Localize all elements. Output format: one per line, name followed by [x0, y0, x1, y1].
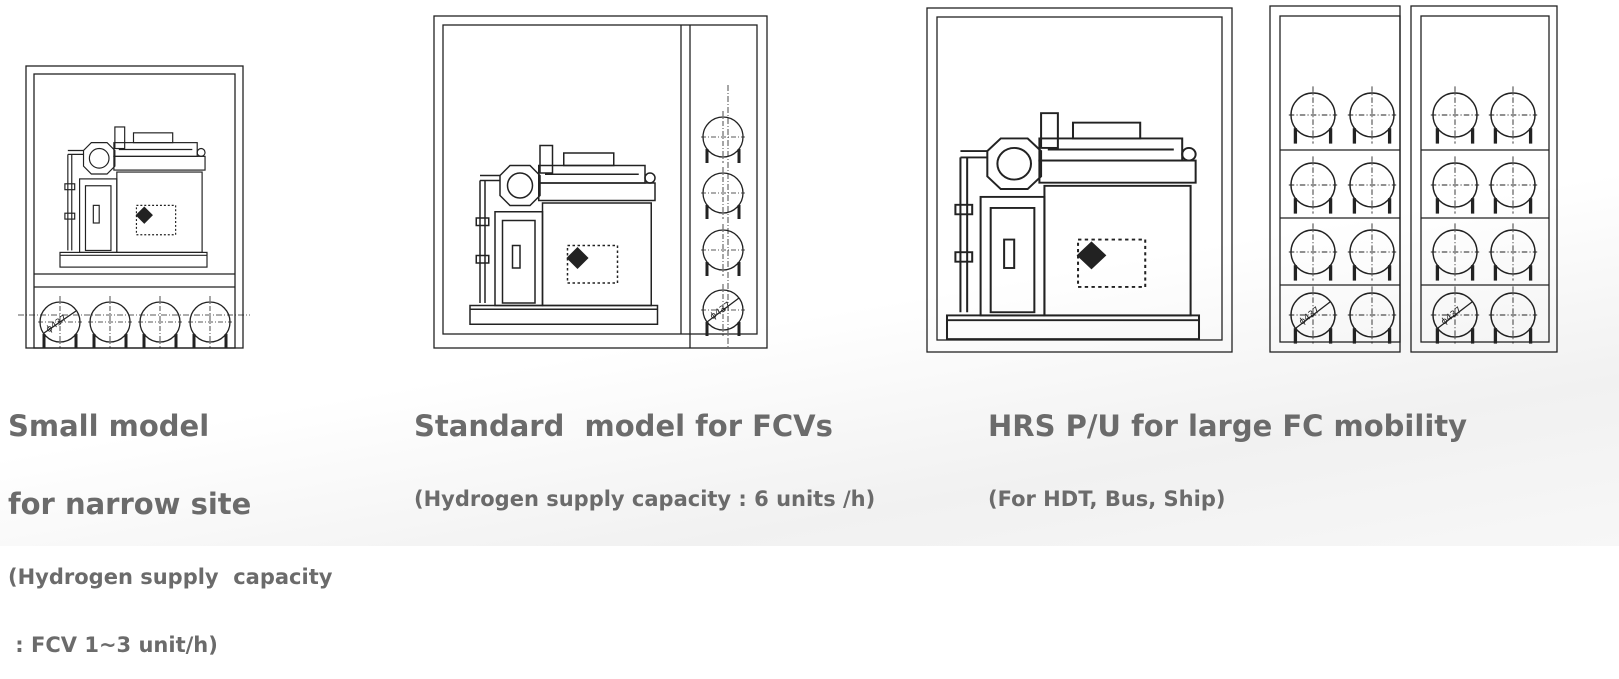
hydrogen-tank [699, 222, 747, 278]
hydrogen-tank [186, 294, 234, 350]
small-model-drawing: ϕ437 [18, 65, 250, 350]
caption-subtitle: (For HDT, Bus, Ship) [988, 487, 1226, 511]
hydrogen-tank [86, 294, 134, 350]
tank-rack-2: ϕ437 [1410, 5, 1558, 353]
caption-title: Small model [8, 409, 210, 443]
tank-rack-1: ϕ437 [1269, 5, 1401, 353]
tank-dimension-label: ϕ437 [1440, 305, 1464, 327]
caption-subtitle: (Hydrogen supply capacity : 6 units /h) [414, 487, 876, 511]
caption-title: HRS P/U for large FC mobility [988, 409, 1468, 443]
hrs-pu-drawing: ϕ437 ϕ437 [926, 5, 1558, 353]
caption-subtitle: : FCV 1~3 unit/h) [8, 633, 218, 657]
hydrogen-tank [699, 109, 747, 165]
tank-dimension-label: ϕ437 [45, 314, 70, 335]
small-model-caption: Small model for narrow site (Hydrogen su… [8, 368, 332, 679]
caption-title: Standard model for FCVs [414, 409, 833, 443]
standard-model-caption: Standard model for FCVs (Hydrogen supply… [414, 368, 875, 533]
tank-dimension-label: ϕ437 [1298, 305, 1322, 327]
hydrogen-tank [699, 165, 747, 221]
tank-dimension-label: ϕ437 [709, 301, 734, 322]
drawings: ϕ437 ϕ437 [18, 5, 1558, 353]
hydrogen-tank [136, 294, 184, 350]
caption-subtitle: (Hydrogen supply capacity [8, 565, 333, 589]
hrs-pu-caption: HRS P/U for large FC mobility (For HDT, … [988, 368, 1467, 533]
caption-title: for narrow site [8, 487, 252, 521]
standard-model-drawing: ϕ437 [433, 15, 768, 349]
